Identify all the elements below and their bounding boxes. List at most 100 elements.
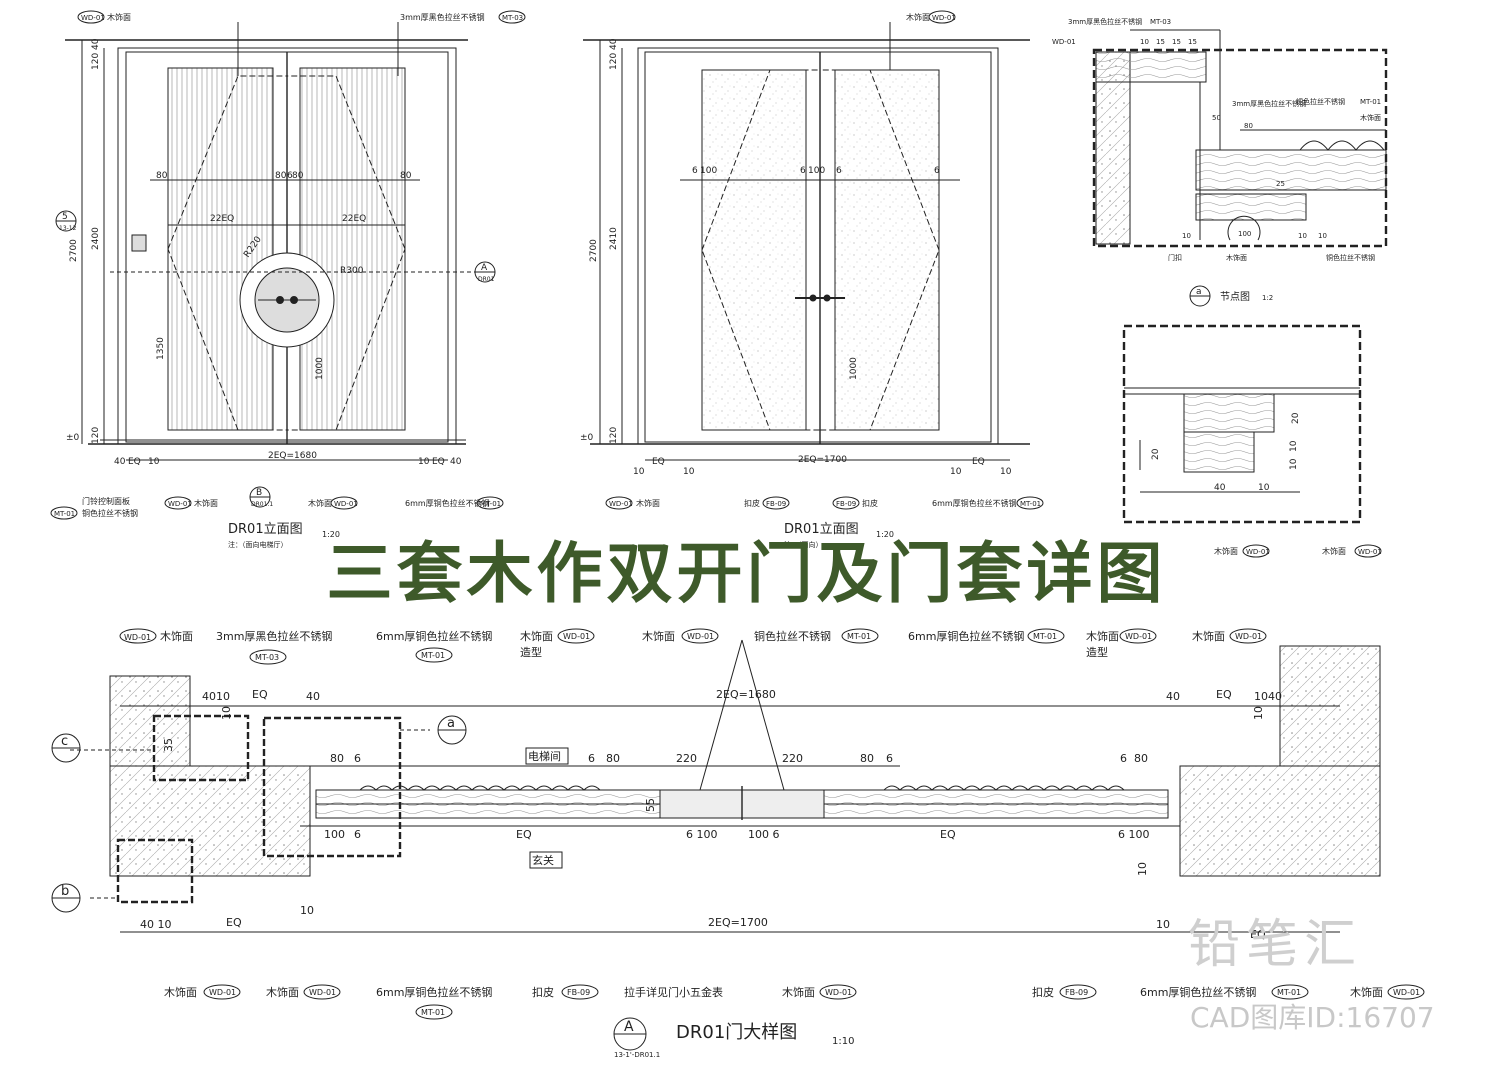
elev2-dim-total: 2700	[589, 239, 599, 262]
plan-dim-80c: 80	[860, 752, 874, 765]
elev2-callout-fb-l: FB-09	[766, 500, 786, 508]
plan-dim-eq6: EQ	[1250, 928, 1266, 941]
plan-dim-eq1: EQ	[252, 688, 268, 701]
elev2-tag-top-text: 木饰面	[906, 12, 930, 22]
plan-dim-10c: 10	[300, 904, 314, 917]
elev1-scale: 1:20	[322, 530, 340, 539]
plan-dim-220a: 220	[676, 752, 697, 765]
plan-top-l8: 木饰面	[1086, 629, 1119, 643]
node-c-lbl-l: 木饰面	[1214, 546, 1238, 556]
plan-bot-b4: 扣皮	[532, 985, 554, 999]
elev1-dim-10l: 10	[148, 457, 160, 467]
node-a-lbl-mt: MT-01	[1360, 98, 1381, 106]
elev2-dim-eq-r: EQ	[972, 457, 985, 467]
node-a-d15c: 15	[1188, 38, 1197, 46]
plan-bot-b6-code: WD-01	[825, 988, 852, 997]
elev2-dim-top: 120	[609, 53, 619, 70]
node-a-t7: 铜色拉丝不锈钢	[1326, 253, 1375, 262]
plan-dim-6e: 6	[354, 828, 361, 841]
plan-top-l1-code: WD-01	[124, 633, 151, 642]
plan-bot-b9-code: WD-01	[1393, 988, 1420, 997]
plan-dim-eq3: EQ	[516, 828, 532, 841]
elev1-dim-panel-right: 22EQ	[342, 214, 366, 224]
elev1-callout-wd-text: 木饰面	[194, 498, 218, 508]
plan-dim-1040: 1040	[1254, 690, 1282, 703]
plan-room-top: 电梯间	[528, 750, 561, 763]
node-c-d40: 40	[1214, 483, 1226, 493]
elev1-dim-80a: 80	[156, 171, 168, 181]
plan-title: DR01门大样图	[676, 1022, 797, 1043]
elev1-callout-mt01: MT-01	[54, 510, 75, 518]
plan-text: WD-01 木饰面 3mm厚黑色拉丝不锈钢 MT-03 6mm厚铜色拉丝不锈钢 …	[51, 628, 1425, 1059]
elev2-dim-100: 100	[700, 166, 717, 176]
plan-room-bottom: 玄关	[532, 853, 554, 867]
node-a-t3: 铜色拉丝不锈钢	[1296, 97, 1345, 106]
plan-bot-b5: 拉手详见门小五金表	[624, 985, 723, 999]
elev2-callout-mt-text: 6mm厚铜色拉丝不锈钢	[932, 498, 1017, 508]
node-a-scale: 1:2	[1262, 294, 1273, 302]
node-c-text: 20 20 10 10 40 10 木饰面 WD-01 木饰面 WD-01	[1151, 412, 1382, 558]
plan-sec-a: a	[447, 716, 455, 731]
plan-dim-10b: 10	[1136, 862, 1149, 876]
plan-top-l2: 3mm厚黑色拉丝不锈钢	[216, 629, 332, 643]
elev1-dim-80b: 80	[275, 171, 287, 181]
node-c-lbl-r-code: WD-01	[1358, 548, 1382, 556]
elev2-dim-6a: 6	[692, 166, 698, 176]
node-a-d80: 80	[1244, 122, 1253, 130]
node-a-detail	[1092, 29, 1388, 248]
elev1-dim-panel-left: 22EQ	[210, 214, 234, 224]
elev1-callout-wood: 木饰面	[308, 498, 332, 508]
elev1-callout-6mm-code: MT-01	[480, 500, 501, 508]
plan-dim-eq5: EQ	[226, 916, 242, 929]
elev1-callout-panel: 门铃控制面板	[82, 496, 130, 506]
plan-dim-100a: 100	[324, 828, 345, 841]
elev1-sec-right-letter: A	[481, 263, 488, 273]
node-a-lbl-wd: WD-01	[1052, 38, 1076, 46]
plan-bot-b8-code: MT-01	[1277, 988, 1301, 997]
node-a-d10b: 10	[1182, 232, 1191, 240]
brand-watermark: 铅笔汇	[1188, 915, 1363, 975]
plan-dim-10e: 10	[1252, 706, 1265, 720]
elev2-dim-10d: 10	[1000, 467, 1012, 477]
plan-dim-55: 55	[644, 798, 657, 812]
elev1-dim-r2: R300	[340, 266, 364, 276]
plan-dim-80b: 80	[606, 752, 620, 765]
cad-id-watermark: CAD图库ID:16707	[1190, 1001, 1435, 1034]
plan-top-l8-code: WD-01	[1125, 632, 1152, 641]
plan-ref: 13-1'-DR01.1	[614, 1051, 660, 1059]
elevation-1	[65, 39, 485, 461]
plan-detail	[70, 639, 1381, 933]
plan-dim-4010: 4010	[202, 690, 230, 703]
plan-bot-b3: 6mm厚铜色拉丝不锈钢	[376, 985, 492, 999]
elev1-dim-6: 6	[287, 171, 293, 181]
plan-dim-6a: 6	[354, 752, 361, 765]
elev1-callout-wd: WD-01	[168, 500, 192, 508]
plan-top-l6-code: MT-01	[847, 632, 871, 641]
node-c-d10a: 10	[1289, 440, 1299, 452]
plan-top-l4-code: WD-01	[563, 632, 590, 641]
plan-dim-6c: 6	[886, 752, 893, 765]
plan-sec-c: c	[61, 734, 68, 749]
elev1-dim-eq-l: EQ	[128, 457, 141, 467]
elev2-title: DR01立面图	[784, 522, 859, 537]
elev1-sec-left-ref: 13-12	[59, 225, 77, 232]
elev1-title: DR01立面图	[228, 522, 303, 537]
elev2-dim-inner: 1000	[849, 357, 859, 380]
plan-top-l7-code: MT-01	[1033, 632, 1057, 641]
node-a-d10: 10	[1140, 38, 1149, 46]
elev2-dim-6b: 6	[800, 166, 806, 176]
plan-dim-4010b: 40 10	[140, 918, 172, 931]
node-a-title: 节点图	[1220, 291, 1250, 303]
elev1-dim-bottom: 120	[91, 427, 101, 444]
elev2-callout-fb-r: FB-09	[836, 500, 856, 508]
elev1-sec-bottom-letter: B	[256, 488, 262, 498]
node-a-t5: 门扣	[1168, 253, 1182, 262]
node-c-d20a: 20	[1291, 412, 1301, 424]
plan-bot-b7: 扣皮	[1032, 985, 1054, 999]
elev1-tag-tr-code: MT-03	[502, 14, 523, 22]
plan-dim-40: 40	[306, 690, 320, 703]
elev1-dim-top: 120	[91, 53, 101, 70]
plan-top-l4: 木饰面	[520, 629, 553, 643]
plan-dim-80d: 80	[1134, 752, 1148, 765]
elev1-dim-handle: 1350	[156, 337, 166, 360]
